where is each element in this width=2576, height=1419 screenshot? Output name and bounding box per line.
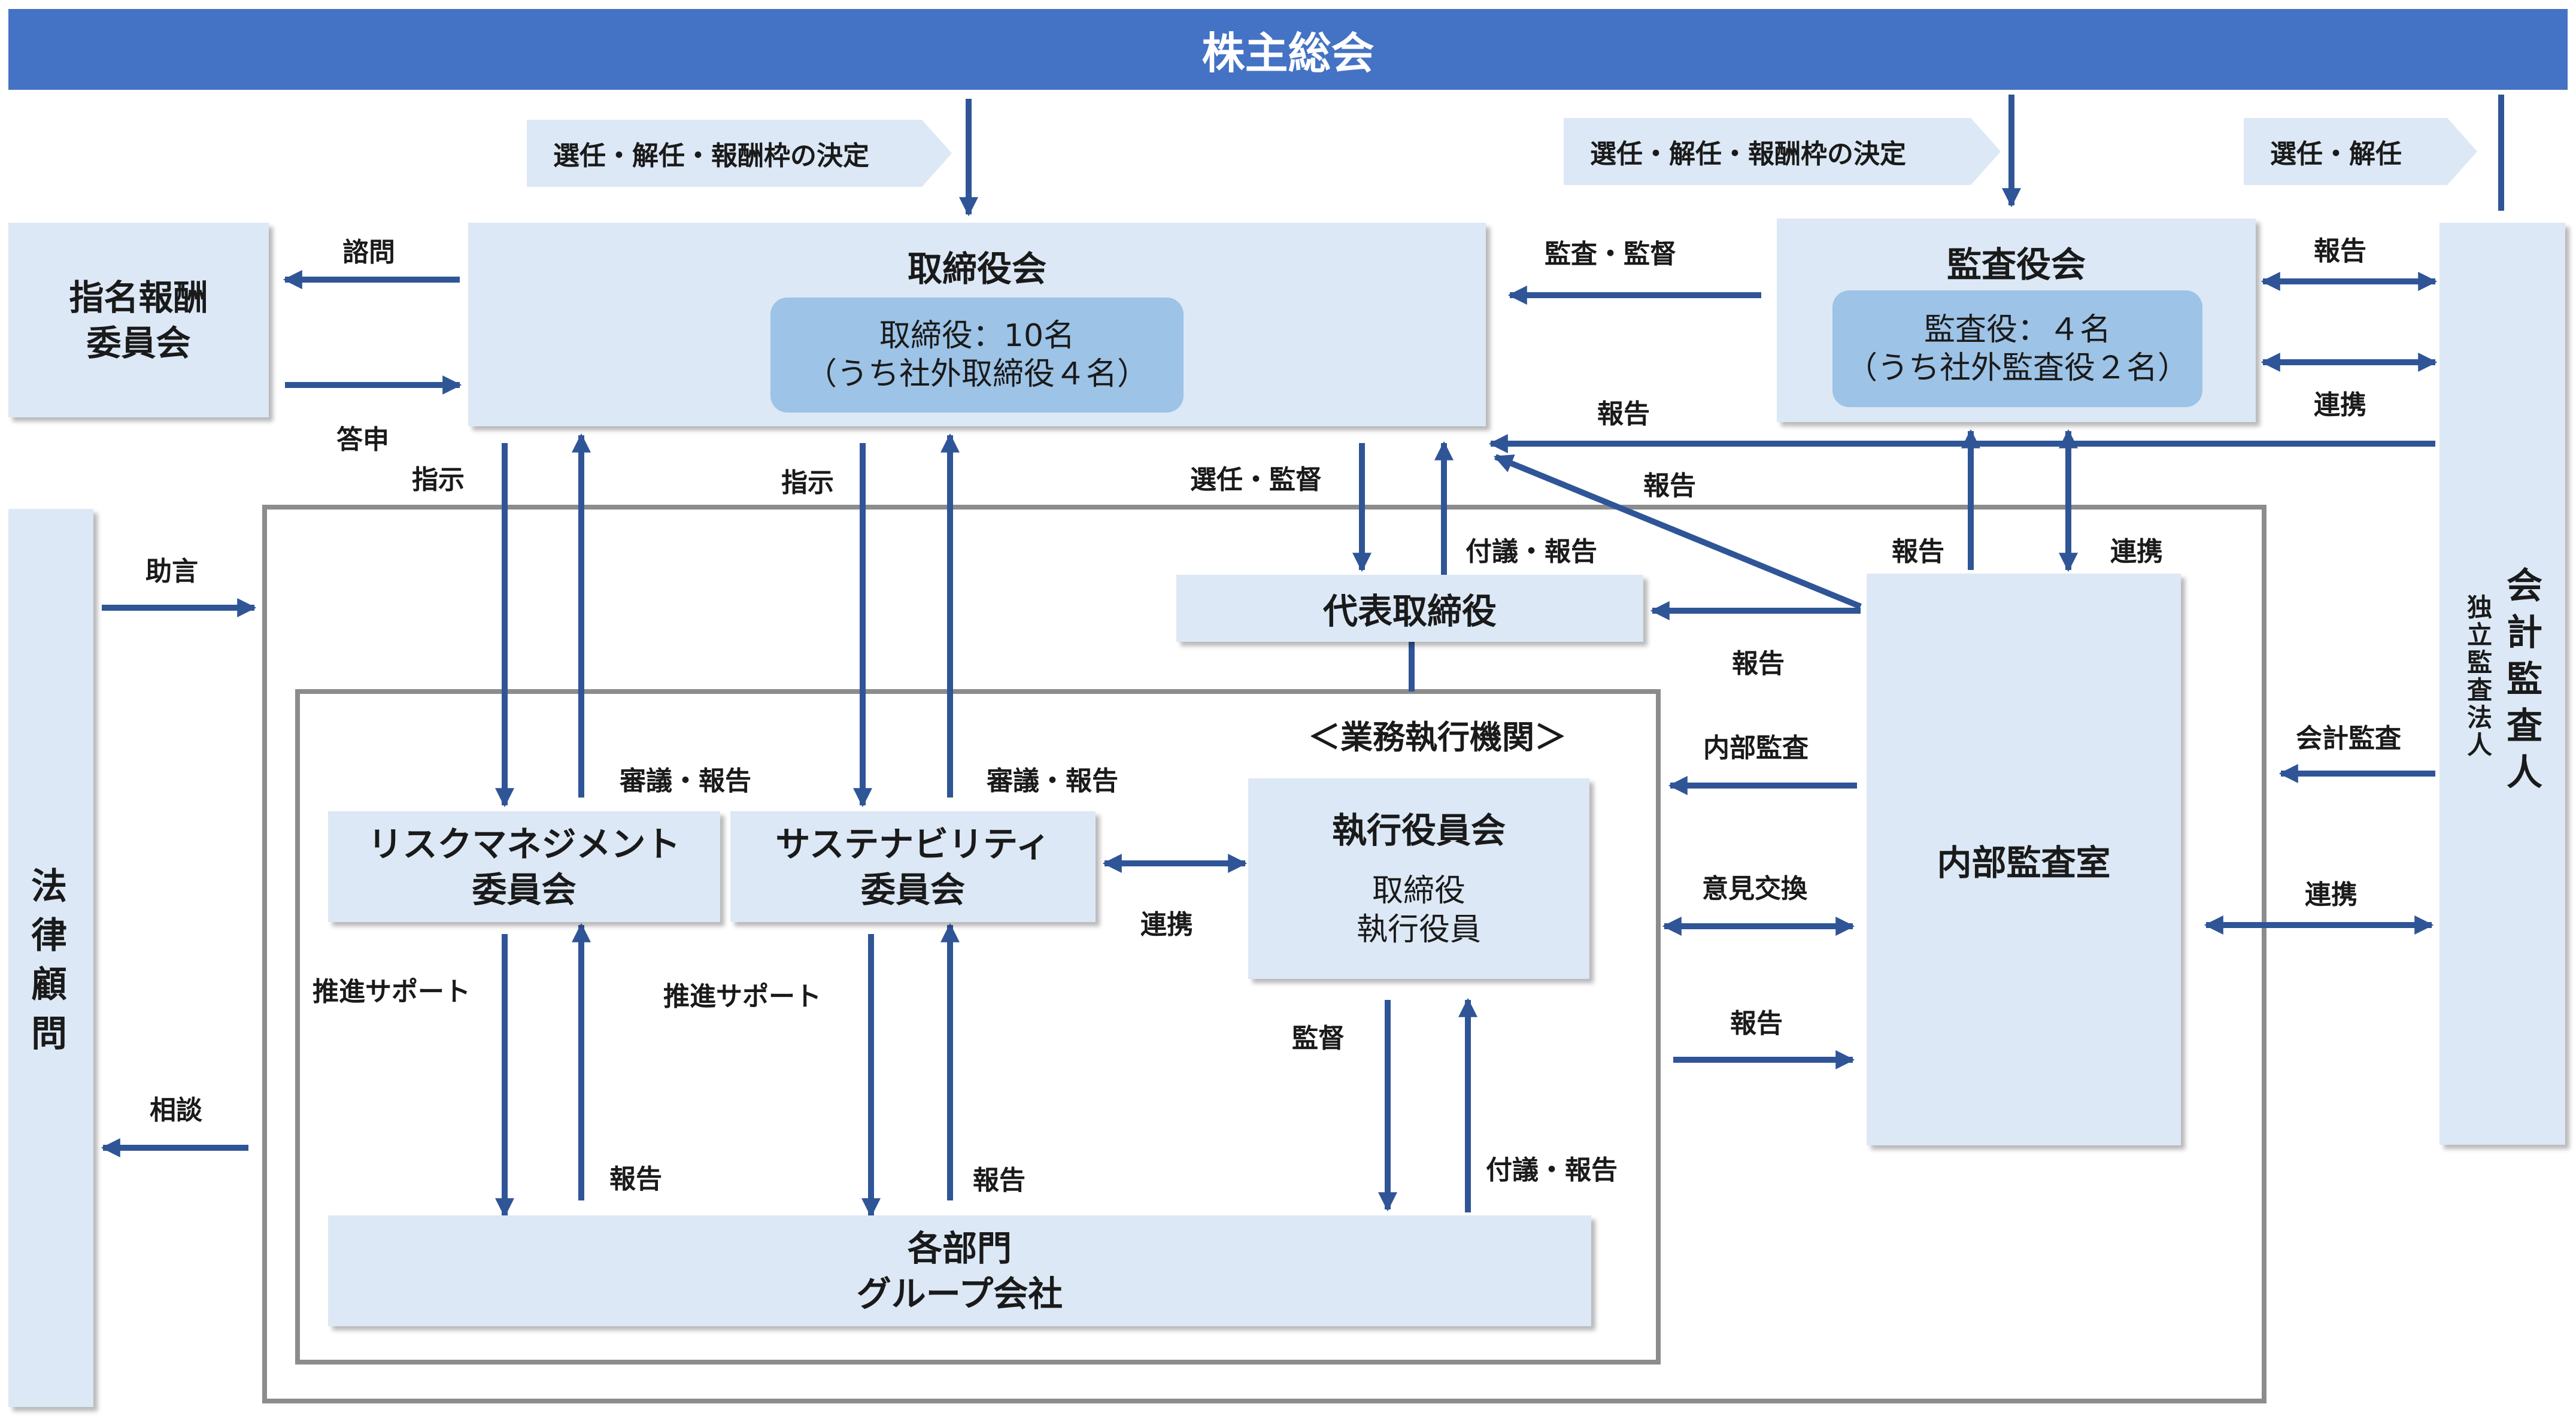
label-accounting-audit: 会計監査 [2296,723,2401,754]
audit-board-detail-line2: （うち社外監査役２名） [1846,350,2189,386]
risk-committee-box: リスクマネジメント 委員会 [328,811,720,922]
aa-main-char-3: 監 [2507,659,2542,701]
board-detail: 取締役：10名 （うち社外取締役４名） [770,298,1184,413]
arrow-io-report-board [1494,454,1862,610]
label-opinion-exchange: 意見交換 [1702,874,1807,904]
accounting-auditor-main: 会 計 監 査 人 [2507,563,2542,796]
appointment-tag-board: 選任・解任・報酬枠の決定 [527,120,952,187]
legal-char-3: 顧 [31,964,67,1006]
representative-director-title: 代表取締役 [1322,591,1497,632]
shareholders-meeting-title: 株主総会 [1201,28,1375,78]
internal-audit-office-box: 内部監査室 [1867,574,2181,1145]
label-rep-propose-report: 付議・報告 [1466,536,1597,567]
label-aa-audit-coop: 連携 [2314,390,2366,420]
aa-sub-char-6: 人 [2467,730,2493,760]
label-io-audit-report: 報告 [1892,536,1944,567]
label-advice: 助言 [145,556,198,587]
executive-officers-meeting-box: 執行役員会 取締役 執行役員 [1248,778,1589,979]
governance-frame [262,505,2266,1403]
label-promote-support-risk: 推進サポート [312,977,471,1007]
appointment-tag-audit-board-text: 選任・解任・報酬枠の決定 [1590,139,1906,169]
label-response: 答申 [336,425,389,455]
label-appoint-supervise: 選任・監督 [1190,465,1322,495]
label-exec-report-io: 報告 [1730,1008,1783,1039]
audit-board-box: 監査役会 監査役：４名 （うち社外監査役２名） [1777,219,2256,422]
audit-board-title: 監査役会 [1946,244,2086,285]
label-dept-exec-propose-report: 付議・報告 [1486,1155,1618,1185]
legal-char-4: 問 [31,1013,67,1055]
label-internal-audit: 内部監査 [1703,733,1809,763]
label-io-aa-coop: 連携 [2305,880,2357,910]
label-exec-dept-supervise: 監督 [1292,1023,1345,1054]
label-consult: 相談 [150,1095,202,1126]
aa-sub-char-5: 法 [2467,703,2493,732]
execution-frame [295,689,1661,1365]
aa-main-char-4: 査 [2507,705,2542,747]
departments-box: 各部門 グループ会社 [328,1215,1591,1326]
nomination-committee-line2: 委員会 [86,322,191,363]
aa-sub-char-1: 独 [2467,593,2493,622]
label-io-report-board: 報告 [1643,471,1696,501]
label-instruction-mid: 指示 [781,468,834,498]
aa-main-char-1: 会 [2507,565,2542,607]
label-dept-sus-report: 報告 [973,1165,1025,1196]
legal-advisor-text: 法 律 顧 問 [31,862,67,1059]
label-io-report-rep: 報告 [1732,648,1785,679]
sustainability-committee-box: サステナビリティ 委員会 [730,811,1096,922]
aa-sub-char-4: 査 [2467,675,2493,705]
label-aa-report-board: 報告 [1597,399,1650,429]
sustainability-committee-line2: 委員会 [860,869,965,910]
appointment-tag-audit-board: 選任・解任・報酬枠の決定 [1564,118,2001,185]
risk-committee-line2: 委員会 [472,869,577,910]
sustainability-committee-line1: サステナビリティ [775,823,1051,865]
departments-line1: 各部門 [907,1227,1012,1269]
representative-director-box: 代表取締役 [1176,575,1643,642]
internal-audit-office-title: 内部監査室 [1937,842,2111,883]
board-detail-line2: （うち社外取締役４名） [805,356,1148,392]
executive-officers-line1: 取締役 [1372,873,1466,909]
label-sus-exec-coop: 連携 [1140,909,1193,940]
business-execution-label: ＜業務執行機関＞ [1308,718,1567,756]
appointment-tag-auditor: 選任・解任 [2244,118,2477,185]
aa-main-char-5: 人 [2507,752,2542,794]
label-aa-audit-report: 報告 [2314,236,2366,266]
label-promote-support-sus: 推進サポート [663,981,821,1012]
nomination-committee-box: 指名報酬 委員会 [8,223,269,417]
executive-officers-line2: 執行役員 [1356,912,1481,948]
shareholders-meeting-bar: 株主総会 [8,9,2568,90]
label-dept-risk-report: 報告 [609,1164,662,1194]
appointment-tag-board-text: 選任・解任・報酬枠の決定 [553,141,869,171]
board-of-directors-box: 取締役会 取締役：10名 （うち社外取締役４名） [468,223,1486,426]
label-deliberate-report-sus: 審議・報告 [987,766,1118,796]
accounting-auditor-sub: 独 立 監 査 法 人 [2467,594,2492,759]
appointment-tag-auditor-text: 選任・解任 [2270,139,2402,169]
legal-char-2: 律 [31,915,67,957]
board-title: 取締役会 [907,248,1046,289]
nomination-committee-line1: 指名報酬 [69,277,208,318]
label-instruction-left: 指示 [412,465,465,495]
label-audit-supervise: 監査・監督 [1545,239,1676,269]
risk-committee-line1: リスクマネジメント [368,823,681,865]
aa-sub-char-2: 立 [2467,620,2493,650]
label-io-audit-coop: 連携 [2110,536,2163,567]
legal-char-1: 法 [31,866,67,908]
audit-board-detail-line1: 監査役：４名 [1923,311,2111,348]
accounting-auditor-box: 会 計 監 査 人 独 立 監 査 法 人 [2440,223,2565,1145]
aa-main-char-2: 計 [2507,612,2542,654]
executive-officers-title: 執行役員会 [1331,810,1506,851]
departments-line2: グループ会社 [856,1273,1063,1314]
legal-advisor-box: 法 律 顧 問 [8,509,93,1407]
label-inquiry: 諮問 [342,237,395,268]
label-deliberate-report-risk: 審議・報告 [620,766,751,796]
board-detail-line1: 取締役：10名 [879,318,1075,354]
audit-board-detail: 監査役：４名 （うち社外監査役２名） [1832,290,2202,407]
aa-sub-char-3: 監 [2467,648,2493,677]
